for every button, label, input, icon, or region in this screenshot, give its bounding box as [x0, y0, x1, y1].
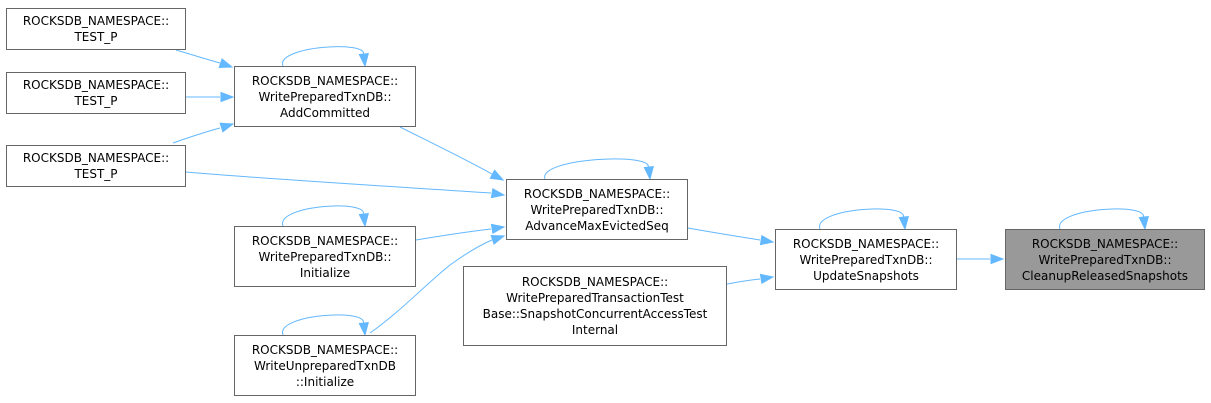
edge-line — [282, 205, 364, 227]
edge-update_snapshots-to-cleanup_released_snapshots — [957, 253, 1005, 265]
edge-initialize_unprepared-to-initialize_unprepared — [282, 314, 369, 337]
node-line: ROCKSDB_NAMESPACE:: — [251, 73, 399, 88]
edge-arrowhead — [218, 58, 234, 69]
edge-initialize_prepared-to-initialize_prepared — [282, 205, 369, 228]
edge-line — [185, 171, 492, 194]
edge-line — [1059, 208, 1144, 230]
node-test-p-1[interactable]: ROCKSDB_NAMESPACE:: TEST_P — [6, 8, 186, 50]
node-line: UpdateSnapshots — [813, 268, 919, 283]
edge-line — [282, 314, 364, 336]
edge-initialize_prepared-to-advance_max_evicted_seq — [415, 223, 506, 241]
node-advance-max-evicted-seq[interactable]: ROCKSDB_NAMESPACE:: WritePreparedTxnDB::… — [506, 179, 688, 240]
edge-line — [175, 49, 221, 64]
edge-arrowhead — [358, 53, 369, 68]
node-line: ROCKSDB_NAMESPACE:: — [22, 151, 170, 165]
node-test-p-2[interactable]: ROCKSDB_NAMESPACE:: TEST_P — [6, 72, 186, 114]
edge-test_p_2-to-add_committed — [186, 91, 235, 103]
edge-arrowhead — [490, 223, 506, 235]
edge-test_p_3-to-add_committed — [172, 122, 235, 144]
edge-arrowhead — [759, 273, 775, 285]
edge-arrowhead — [490, 187, 506, 199]
node-line: ROCKSDB_NAMESPACE:: — [251, 342, 399, 357]
node-initialize-prepared[interactable]: ROCKSDB_NAMESPACE:: WritePreparedTxnDB::… — [234, 226, 416, 287]
edge-arrowhead — [220, 91, 235, 103]
edge-line — [726, 278, 761, 285]
node-test-p-3[interactable]: ROCKSDB_NAMESPACE:: TEST_P — [6, 145, 186, 187]
node-line: Internal — [571, 323, 619, 337]
edge-advance_max_evicted_seq-to-advance_max_evicted_seq — [544, 158, 654, 181]
node-line: Initialize — [299, 265, 351, 280]
edge-cleanup_released_snapshots-to-cleanup_released_snapshots — [1059, 208, 1149, 231]
node-line: ROCKSDB_NAMESPACE:: — [251, 233, 399, 248]
node-line: CleanupReleasedSnapshots — [1021, 268, 1189, 283]
edge-arrowhead — [1138, 216, 1149, 231]
edge-line — [399, 126, 493, 175]
node-line: WritePreparedTxnDB:: — [530, 202, 664, 217]
edge-line — [819, 208, 904, 230]
node-line: AdvanceMaxEvictedSeq — [525, 218, 669, 233]
node-line: WritePreparedTransactionTest — [506, 291, 684, 305]
edge-arrowhead — [358, 213, 369, 228]
node-add-committed[interactable]: ROCKSDB_NAMESPACE:: WritePreparedTxnDB::… — [234, 66, 416, 127]
edge-advance_max_evicted_seq-to-update_snapshots — [687, 227, 775, 246]
node-line: TEST_P — [74, 30, 118, 44]
node-line: WritePreparedTxnDB:: — [1038, 252, 1172, 267]
edge-arrowhead — [490, 234, 506, 245]
node-line: WritePreparedTxnDB:: — [799, 252, 933, 267]
node-line: TEST_P — [74, 94, 118, 108]
edge-update_snapshots-to-update_snapshots — [819, 208, 909, 231]
edge-add_committed-to-add_committed — [282, 46, 369, 68]
edge-arrowhead — [759, 234, 775, 246]
edge-line — [282, 46, 364, 67]
edge-line — [415, 228, 492, 241]
edge-test_p_1-to-add_committed — [175, 49, 234, 69]
node-line: ROCKSDB_NAMESPACE:: — [523, 186, 671, 201]
edge-arrowhead — [990, 253, 1005, 265]
edge-arrowhead — [358, 322, 369, 337]
edge-line — [369, 239, 493, 334]
node-line: WritePreparedTxnDB:: — [258, 249, 392, 264]
node-line: ROCKSDB_NAMESPACE:: — [1031, 236, 1179, 251]
node-cleanup-released-snapshots: ROCKSDB_NAMESPACE:: WritePreparedTxnDB::… — [1005, 229, 1205, 290]
edge-arrowhead — [898, 216, 909, 231]
node-line: ROCKSDB_NAMESPACE:: — [792, 236, 940, 251]
node-line: WritePreparedTxnDB:: — [258, 89, 392, 104]
edge-line — [687, 227, 761, 241]
node-line: ROCKSDB_NAMESPACE:: — [521, 275, 669, 289]
node-line: ::Initialize — [295, 374, 355, 389]
node-line: Base::SnapshotConcurrentAccessTest — [482, 307, 708, 321]
node-line: ROCKSDB_NAMESPACE:: — [22, 14, 170, 28]
node-line: AddCommitted — [279, 105, 371, 120]
node-line: WriteUnpreparedTxnDB — [254, 358, 396, 373]
edge-line — [544, 158, 649, 180]
node-line: TEST_P — [74, 167, 118, 181]
edge-initialize_unprepared-to-advance_max_evicted_seq — [369, 234, 506, 334]
edge-arrowhead — [643, 166, 654, 181]
edge-test_p_3-to-advance_max_evicted_seq — [185, 171, 506, 199]
edge-arrowhead — [219, 122, 235, 133]
node-update-snapshots[interactable]: ROCKSDB_NAMESPACE:: WritePreparedTxnDB::… — [775, 229, 957, 290]
node-initialize-unprepared[interactable]: ROCKSDB_NAMESPACE:: WriteUnpreparedTxnDB… — [234, 335, 416, 396]
edge-snapshot_concurrent_test-to-update_snapshots — [726, 273, 775, 285]
node-snapshot-concurrent-access-test[interactable]: ROCKSDB_NAMESPACE:: WritePreparedTransac… — [463, 266, 727, 346]
node-line: ROCKSDB_NAMESPACE:: — [22, 78, 170, 92]
edge-line — [172, 127, 221, 144]
edge-add_committed-to-advance_max_evicted_seq — [399, 126, 505, 181]
edge-arrowhead — [489, 169, 505, 181]
